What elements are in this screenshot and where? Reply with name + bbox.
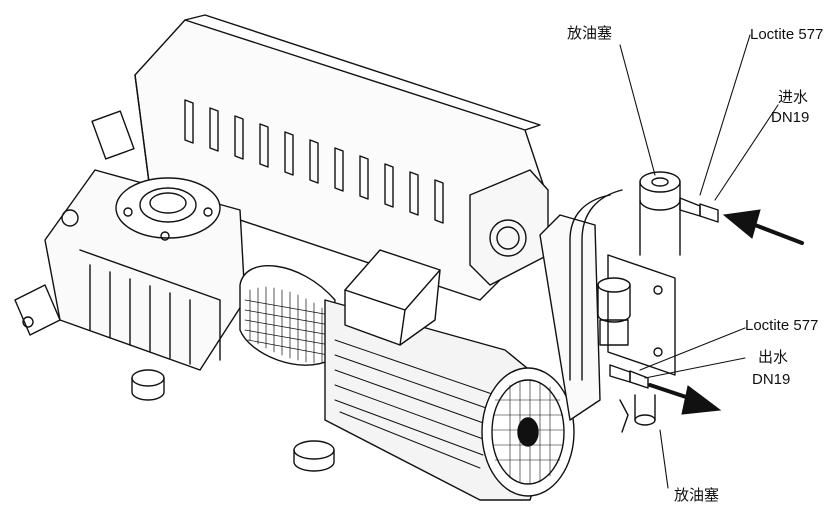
leader-lines <box>619 34 779 489</box>
feet <box>131 369 335 472</box>
leader-drain-bottom <box>659 429 669 489</box>
drain-plug-top-label: 放油塞 <box>567 24 613 42</box>
cooler-cylinder <box>639 171 681 256</box>
leader-loctite-mid <box>639 327 746 371</box>
leader-water-out <box>644 357 746 379</box>
water-in-size-label: DN19 <box>771 109 810 126</box>
water-outlet-fitting <box>609 364 649 389</box>
coupling-guard <box>239 265 336 366</box>
water-out-label: 出水 <box>758 348 789 366</box>
terminal-box <box>344 249 441 346</box>
motor <box>324 249 575 501</box>
inflow-arrow <box>722 209 804 245</box>
leader-drain-top <box>619 44 656 176</box>
cooling-fins <box>184 99 444 224</box>
loctite-mid-label: Loctite 577 <box>745 317 819 334</box>
water-inlet-fitting <box>679 197 719 223</box>
inlet-flange <box>115 177 221 241</box>
lower-drain <box>619 394 656 433</box>
water-in-label: 进水 <box>778 88 809 106</box>
flow-arrows <box>648 209 804 415</box>
outflow-arrow <box>648 383 722 415</box>
pump-housing <box>134 14 549 301</box>
sight-filter <box>597 277 631 346</box>
water-out-size-label: DN19 <box>752 371 791 388</box>
fan-cover <box>481 367 575 497</box>
drain-plug-bottom-label: 放油塞 <box>674 486 720 504</box>
leader-water-in <box>714 104 779 201</box>
leader-loctite-top <box>699 34 751 196</box>
right-assembly <box>539 171 719 433</box>
left-assembly <box>14 110 335 472</box>
loctite-top-label: Loctite 577 <box>750 26 824 43</box>
